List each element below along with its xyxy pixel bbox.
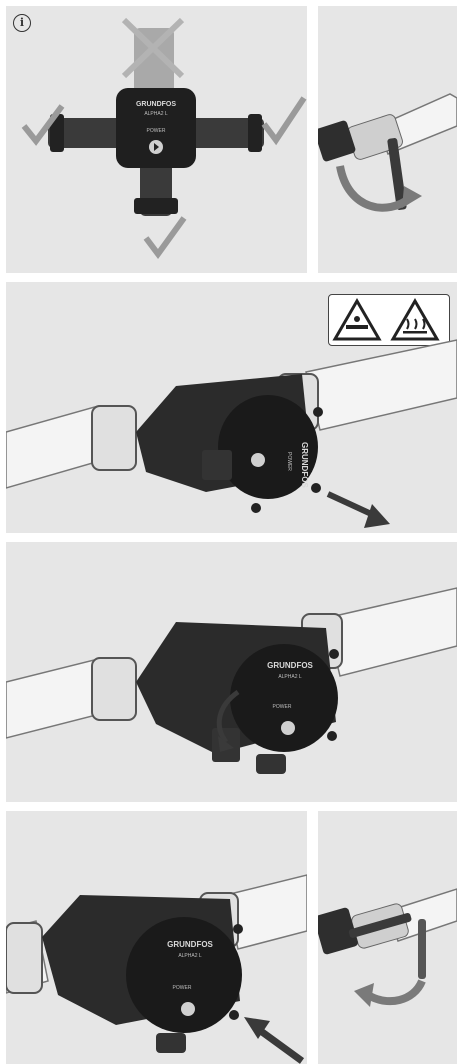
brand-label: GRUNDFOS <box>267 661 313 670</box>
disallowed-position-body <box>134 28 174 98</box>
model-label: ALPHA2 L <box>278 674 302 680</box>
screw <box>251 503 261 513</box>
union-nut-left <box>6 922 43 994</box>
screw <box>311 483 321 493</box>
power-label: POWER <box>173 985 192 991</box>
brand-label: GRUNDFOS <box>136 101 176 108</box>
screw <box>329 649 339 659</box>
pump-head <box>126 917 242 1033</box>
brand-label: GRUNDFOS <box>167 940 213 949</box>
screw <box>327 731 337 741</box>
power-label: POWER <box>273 704 292 710</box>
connector-box <box>202 450 232 480</box>
pump-arm-right <box>176 118 264 148</box>
valve-handle <box>387 138 407 210</box>
remove-screws-panel: GRUNDFOS POWER <box>6 282 457 533</box>
power-label: POWER <box>147 128 166 134</box>
valve-handle <box>348 913 412 938</box>
close-valve-panel <box>318 6 457 273</box>
insert-screws-panel: GRUNDFOS ALPHA2 L POWER <box>6 811 307 1064</box>
curved-arrow-icon <box>336 165 413 212</box>
cable-connector <box>256 754 286 774</box>
pump-fitting <box>318 907 358 955</box>
pump-fitting <box>318 120 356 162</box>
pump-head <box>230 644 338 752</box>
brand-label: GRUNDFOS <box>300 442 309 488</box>
checkmark-icon <box>261 96 307 146</box>
model-label: ALPHA2 L <box>178 953 202 959</box>
screw <box>229 1010 239 1020</box>
pipe-right <box>325 587 457 677</box>
pump-head <box>116 88 196 168</box>
mounting-positions-panel: i GRUNDFOS ALPHA2 L POWER <box>6 6 307 273</box>
valve-handle-rest <box>418 919 426 979</box>
union-nut-left <box>91 405 137 471</box>
union-nut-left <box>91 657 137 721</box>
power-button-icon <box>251 453 265 467</box>
hot-surface-pipe-warning-icon <box>332 298 382 341</box>
open-valve-panel <box>318 811 457 1064</box>
info-icon: i <box>13 14 31 32</box>
warning-labels <box>328 294 450 346</box>
pump-arm-left <box>48 118 136 148</box>
power-label: POWER <box>286 452 292 471</box>
straight-arrow-icon <box>255 1026 305 1064</box>
power-button-icon <box>181 1002 195 1016</box>
checkmark-icon <box>21 104 65 146</box>
screw <box>313 407 323 417</box>
screw <box>233 924 243 934</box>
model-label: ALPHA2 L <box>144 111 168 117</box>
pipe-right <box>305 339 457 431</box>
power-button-icon <box>281 721 295 735</box>
hot-surface-warning-icon <box>390 298 440 341</box>
checkmark-icon <box>143 216 187 260</box>
curved-arrow-icon <box>365 979 426 1006</box>
curved-arrow-icon <box>216 689 240 744</box>
cross-icon <box>121 17 185 79</box>
rotate-head-panel: GRUNDFOS ALPHA2 L POWER <box>6 542 457 802</box>
cable-connector <box>156 1033 186 1053</box>
pump-head <box>218 395 318 499</box>
